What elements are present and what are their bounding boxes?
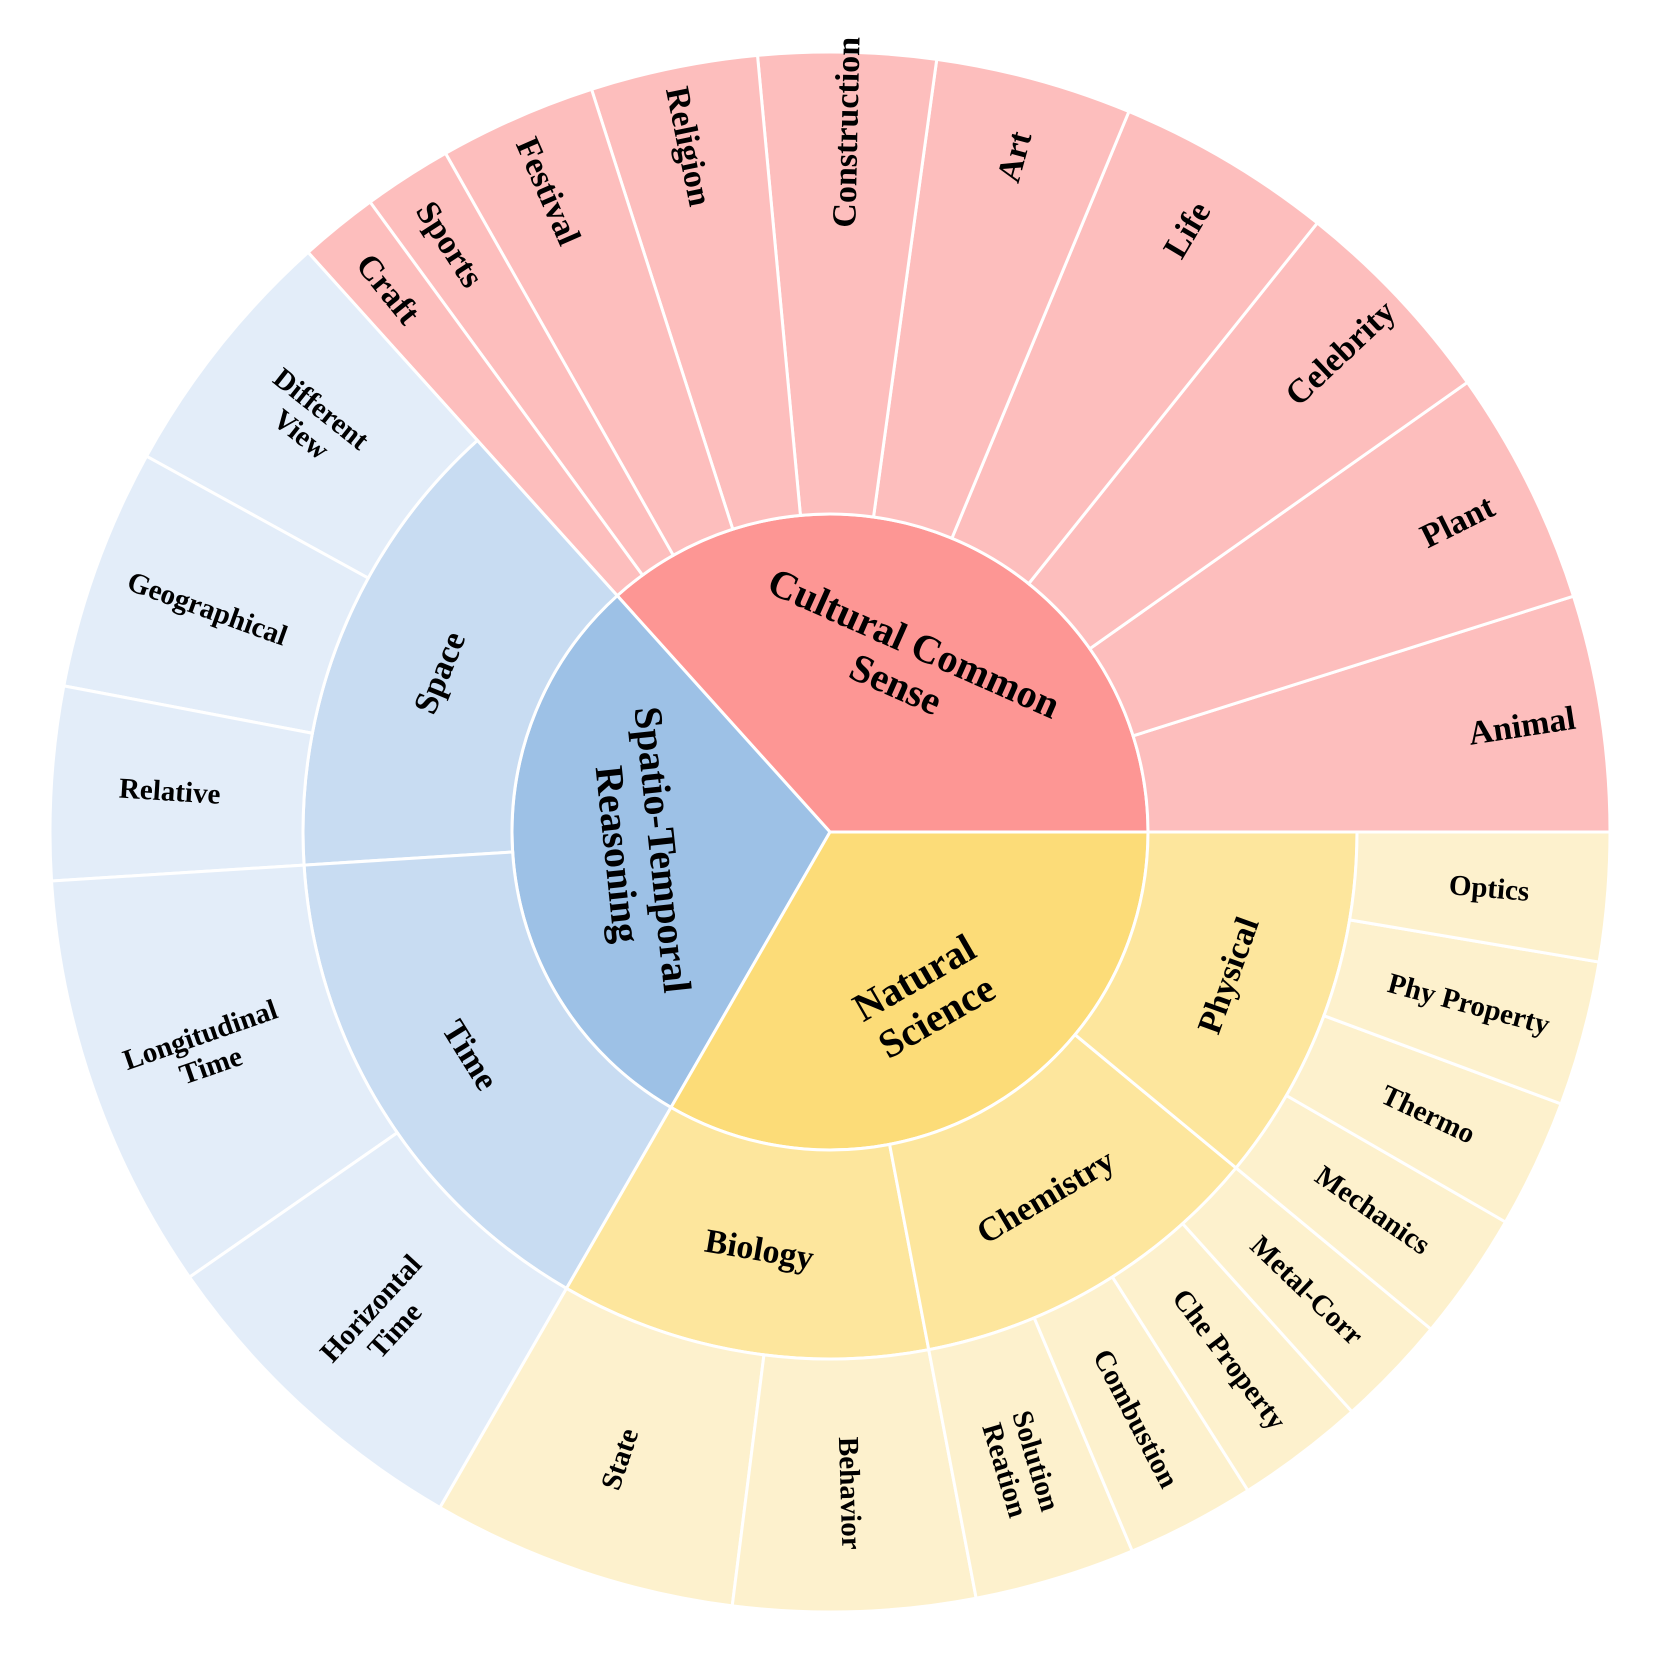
label-behavior: Behavior	[832, 1436, 868, 1550]
segment-optics	[1347, 830, 1612, 964]
label-relative: Relative	[118, 772, 221, 810]
label-construction: Construction	[826, 36, 867, 228]
label-optics: Optics	[1448, 869, 1531, 908]
